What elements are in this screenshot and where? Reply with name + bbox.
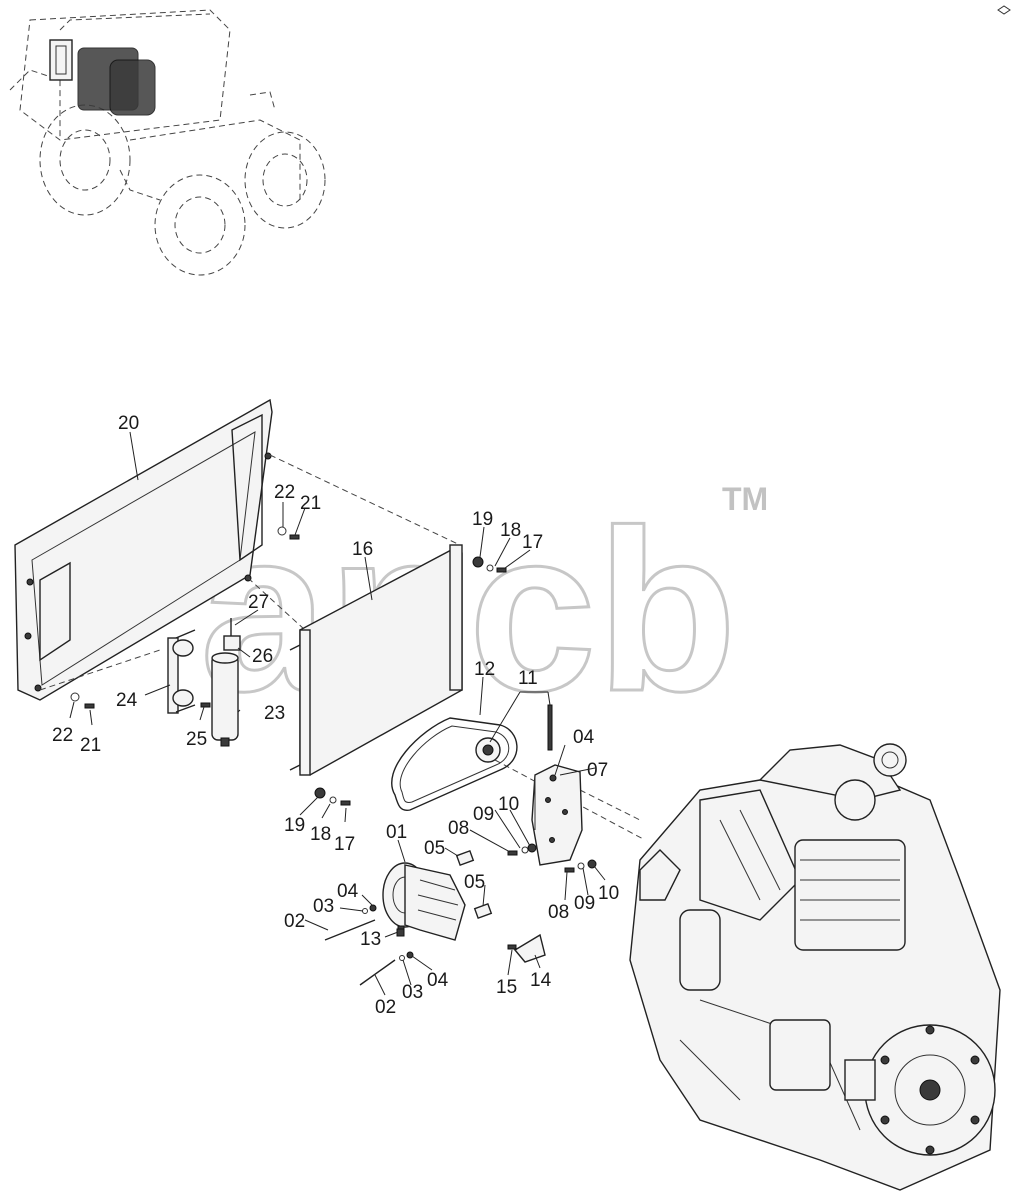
callout-25: 25 (186, 729, 207, 750)
callout-18: 18 (500, 520, 521, 541)
callout-17: 17 (522, 532, 543, 553)
machine-overview-sketch (9, 9, 326, 276)
callout-26: 26 (252, 646, 273, 667)
callout-04: 04 (573, 727, 595, 748)
callout-08: 08 (448, 818, 469, 839)
callout-05: 05 (464, 872, 485, 893)
sleeve-05b (473, 903, 493, 919)
callout-13: 13 (360, 929, 381, 950)
callout-10: 10 (498, 794, 519, 815)
callout-labels: 20 22 21 19 18 17 16 27 26 24 23 25 22 2… (52, 413, 619, 1018)
callout-24: 24 (116, 690, 138, 711)
sleeve-05a (455, 850, 475, 866)
svg-text:ancb: ancb (200, 482, 737, 739)
callout-23: 23 (264, 703, 285, 724)
receiver-drier (211, 652, 239, 747)
watermark-tm: TM (722, 481, 768, 517)
watermark-logo: ancb TM (199, 481, 769, 741)
callout-09: 09 (473, 804, 494, 825)
bolt-02b (359, 959, 396, 986)
callout-16: 16 (352, 539, 373, 560)
callout-15: 15 (496, 977, 517, 998)
callout-08: 08 (548, 902, 569, 923)
callout-21: 21 (80, 735, 101, 756)
callout-22: 22 (274, 482, 295, 503)
frame-panel (14, 398, 273, 701)
callout-04: 04 (337, 881, 359, 902)
ac-compressor (382, 862, 466, 941)
callout-03: 03 (313, 896, 334, 917)
callout-17: 17 (334, 834, 355, 855)
callout-02: 02 (284, 911, 305, 932)
callout-19: 19 (472, 509, 493, 530)
callout-03: 03 (402, 982, 423, 1003)
leader-lines (69, 431, 606, 996)
callout-18: 18 (310, 824, 331, 845)
fasteners (70, 526, 597, 961)
callout-22: 22 (52, 725, 73, 746)
callout-20: 20 (118, 413, 139, 434)
callout-14: 14 (530, 970, 552, 991)
callout-09: 09 (574, 893, 595, 914)
bolt-02a (324, 919, 376, 941)
callout-10: 10 (598, 883, 619, 904)
bracket-14 (513, 933, 546, 963)
callout-01: 01 (386, 822, 407, 843)
callout-04: 04 (427, 970, 449, 991)
callout-11: 11 (518, 668, 538, 689)
callout-19: 19 (284, 815, 305, 836)
compressor-bracket (531, 764, 583, 866)
drive-belt (391, 717, 518, 812)
clamp-small (223, 618, 241, 651)
engine-assembly (629, 743, 1001, 1191)
callout-07: 07 (587, 760, 608, 781)
callout-21: 21 (300, 493, 321, 514)
corner-mark-icon (997, 5, 1011, 15)
callout-27: 27 (248, 592, 269, 613)
bolt-11 (547, 704, 553, 751)
callout-12: 12 (474, 659, 495, 680)
callout-02: 02 (375, 997, 396, 1018)
condenser (289, 544, 463, 776)
drier-bracket (167, 629, 196, 714)
callout-05: 05 (424, 838, 445, 859)
